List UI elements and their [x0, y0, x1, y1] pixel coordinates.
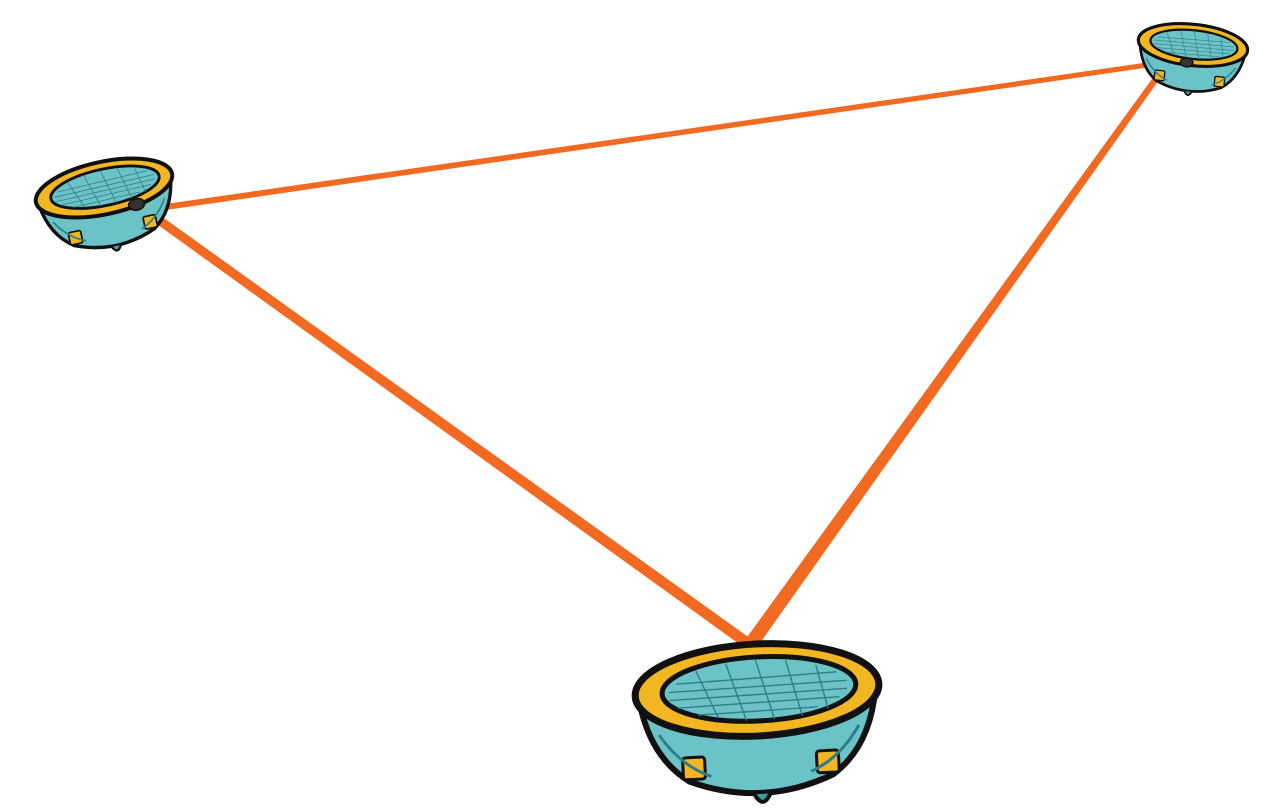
link-right-node-to-bottom-node	[745, 61, 1170, 649]
mesh-router-icon	[633, 638, 885, 809]
link-left-node-to-bottom-node	[143, 207, 753, 649]
links-layer	[143, 60, 1170, 649]
mesh-router-icon	[31, 148, 186, 265]
link-left-node-to-right-node	[145, 60, 1169, 212]
